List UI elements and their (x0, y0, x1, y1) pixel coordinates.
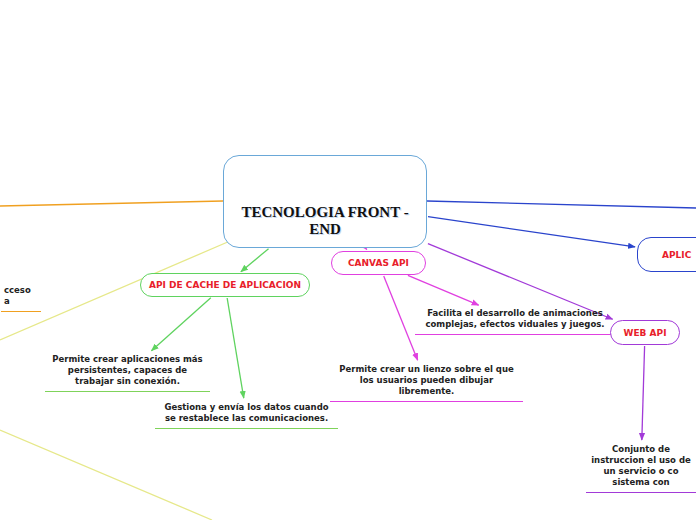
branch-line (0, 430, 212, 520)
topic-text: cceso a (4, 285, 38, 307)
branch-connector (227, 298, 244, 398)
branch-connector (151, 298, 210, 351)
main-topic: APLIC (637, 237, 696, 272)
topic-text: WEB API (624, 328, 667, 338)
topic-text: Conjunto de instruccion el uso de un ser… (589, 444, 693, 488)
branch-connector (241, 249, 269, 272)
branch-connector (384, 276, 418, 360)
branch-connector (408, 275, 479, 305)
topic-text: TECNOLOGIA FRONT - END (232, 204, 418, 239)
subtopic: Facilita el desarrollo de animaciones co… (415, 306, 615, 335)
subtopic: Permite crear un lienzo sobre el que los… (330, 362, 523, 402)
subtopic: Permite crear aplicaciones más persisten… (45, 352, 210, 392)
topic-text: Gestiona y envía los datos cuando se res… (158, 402, 335, 424)
main-topic: WEB API (610, 320, 680, 345)
topic-text: CANVAS API (348, 258, 409, 268)
branch-line (427, 201, 696, 208)
central-topic: TECNOLOGIA FRONT - END (223, 155, 427, 248)
subtopic: Gestiona y envía los datos cuando se res… (155, 400, 338, 429)
main-topic: CANVAS API (331, 251, 426, 275)
branch-connector (642, 346, 645, 440)
branch-line (0, 201, 223, 206)
branch-connector (428, 244, 613, 320)
topic-text: APLIC (662, 250, 691, 260)
branch-connector (428, 217, 635, 247)
topic-text: API DE CACHE DE APLICACION (149, 280, 301, 290)
subtopic: cceso a (1, 283, 41, 312)
branch-connector (365, 248, 367, 250)
topic-text: Permite crear aplicaciones más persisten… (48, 354, 207, 387)
topic-text: Permite crear un lienzo sobre el que los… (333, 364, 520, 397)
main-topic: API DE CACHE DE APLICACION (140, 273, 310, 297)
topic-text: Facilita el desarrollo de animaciones co… (418, 308, 612, 330)
subtopic: Conjunto de instruccion el uso de un ser… (586, 442, 696, 493)
